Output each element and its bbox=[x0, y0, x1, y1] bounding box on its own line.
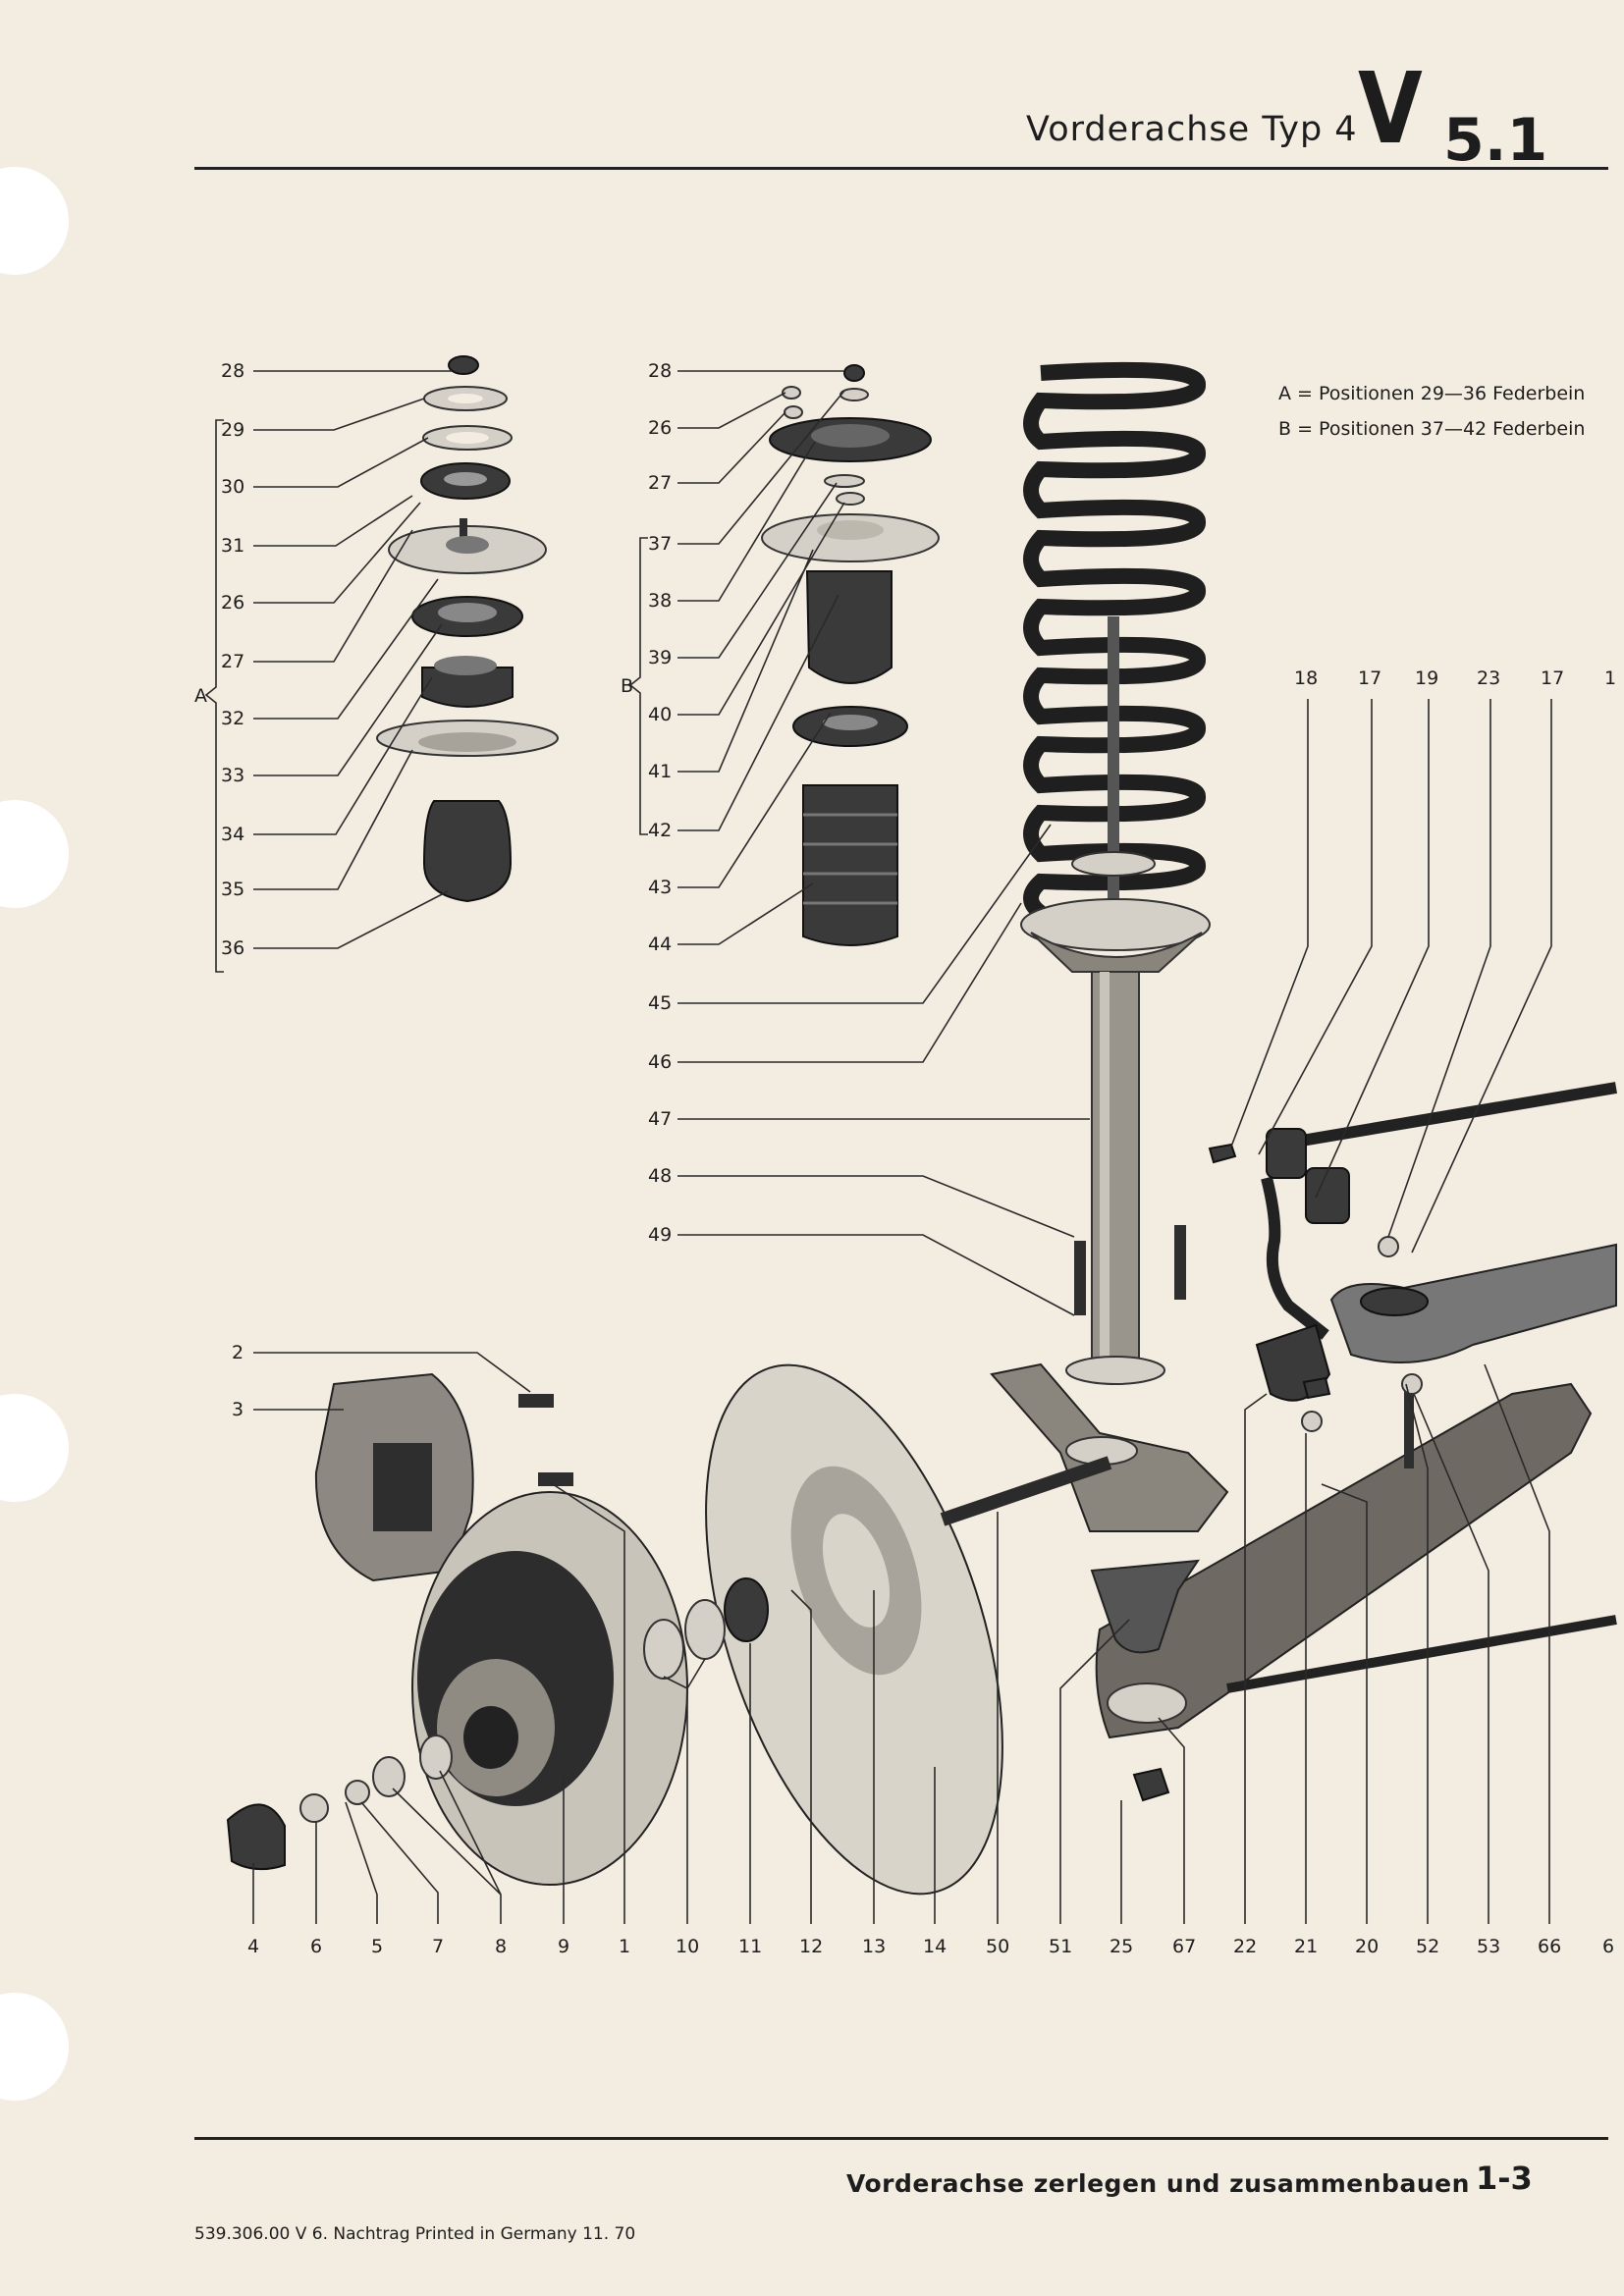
part-label: 53 bbox=[1477, 1936, 1501, 1957]
part-label: 35 bbox=[221, 879, 245, 900]
part-label: 67 bbox=[1172, 1936, 1197, 1957]
group-a-parts bbox=[376, 355, 559, 903]
part-label: 48 bbox=[648, 1165, 673, 1187]
part-label: 12 bbox=[799, 1936, 824, 1957]
part-label: 66 bbox=[1538, 1936, 1562, 1957]
group-a-bracket bbox=[204, 419, 224, 973]
section-number: 5.1 bbox=[1443, 106, 1548, 175]
part-label: 49 bbox=[648, 1224, 673, 1246]
part-label: 1 bbox=[619, 1936, 631, 1957]
part-label: 3 bbox=[232, 1399, 244, 1420]
part-label: 46 bbox=[648, 1051, 673, 1073]
part-label: 51 bbox=[1049, 1936, 1073, 1957]
part-label: 7 bbox=[432, 1936, 445, 1957]
part-label: 38 bbox=[648, 590, 673, 612]
footer-title: Vorderachse zerlegen und zusammenbauen bbox=[846, 2169, 1470, 2198]
part-label: 30 bbox=[221, 476, 245, 498]
group-b-bracket bbox=[628, 537, 648, 835]
part-label: 14 bbox=[923, 1936, 947, 1957]
part-label: 6 bbox=[310, 1936, 323, 1957]
part-label: 1 bbox=[1604, 667, 1617, 689]
part-label: 4 bbox=[247, 1936, 260, 1957]
part-label: 28 bbox=[221, 360, 245, 382]
part-label: 25 bbox=[1110, 1936, 1134, 1957]
group-b-parts bbox=[761, 364, 940, 946]
page-title: Vorderachse Typ 4 bbox=[1026, 110, 1358, 149]
part-label: 17 bbox=[1358, 667, 1382, 689]
part-label: 18 bbox=[1294, 667, 1319, 689]
group-label-b: B bbox=[621, 675, 634, 697]
part-label: 21 bbox=[1294, 1936, 1319, 1957]
header-rule bbox=[194, 167, 1608, 170]
part-label: 34 bbox=[221, 824, 245, 845]
part-label: 29 bbox=[221, 419, 245, 441]
part-label: 22 bbox=[1233, 1936, 1258, 1957]
legend-b: B = Positionen 37—42 Federbein bbox=[1278, 418, 1586, 440]
part-label: 47 bbox=[648, 1108, 673, 1130]
part-label: 43 bbox=[648, 877, 673, 898]
stabilizer-and-control-arm bbox=[1095, 1082, 1617, 1739]
part-label: 44 bbox=[648, 934, 673, 955]
part-label: 5 bbox=[371, 1936, 384, 1957]
part-label: 11 bbox=[738, 1936, 763, 1957]
part-label: 28 bbox=[648, 360, 673, 382]
group-label-a: A bbox=[194, 685, 207, 707]
part-label: 42 bbox=[648, 820, 673, 841]
part-label: 41 bbox=[648, 761, 673, 782]
part-label: 37 bbox=[648, 533, 673, 555]
part-label: 39 bbox=[648, 647, 673, 668]
part-label: 36 bbox=[221, 937, 245, 959]
part-label: 19 bbox=[1415, 667, 1439, 689]
part-label: 26 bbox=[648, 417, 673, 439]
part-label: 40 bbox=[648, 704, 673, 725]
part-label: 23 bbox=[1477, 667, 1501, 689]
part-label: 31 bbox=[221, 535, 245, 557]
brake-and-hub-assembly bbox=[226, 1143, 1423, 1896]
part-label: 27 bbox=[648, 472, 673, 494]
section-letter: V bbox=[1358, 51, 1423, 166]
part-label: 17 bbox=[1541, 667, 1565, 689]
part-label: 45 bbox=[648, 992, 673, 1014]
part-label: 32 bbox=[221, 708, 245, 729]
legend-a: A = Positionen 29—36 Federbein bbox=[1278, 383, 1586, 404]
part-label: 8 bbox=[495, 1936, 508, 1957]
part-label: 2 bbox=[232, 1342, 244, 1363]
part-label: 26 bbox=[221, 592, 245, 614]
part-label: 52 bbox=[1416, 1936, 1440, 1957]
page-number: 1-3 bbox=[1476, 2160, 1533, 2197]
part-label: 10 bbox=[676, 1936, 700, 1957]
part-label: 13 bbox=[862, 1936, 887, 1957]
imprint: 539.306.00 V 6. Nachtrag Printed in Germ… bbox=[194, 2224, 636, 2244]
part-label: 6 bbox=[1602, 1936, 1615, 1957]
spring-strut-assembly bbox=[1020, 361, 1211, 1385]
part-label: 27 bbox=[221, 651, 245, 672]
footer-rule bbox=[194, 2137, 1608, 2140]
leader-lines bbox=[252, 370, 1552, 1924]
part-label: 9 bbox=[558, 1936, 570, 1957]
part-label: 50 bbox=[986, 1936, 1010, 1957]
part-label: 33 bbox=[221, 765, 245, 786]
part-label: 20 bbox=[1355, 1936, 1380, 1957]
